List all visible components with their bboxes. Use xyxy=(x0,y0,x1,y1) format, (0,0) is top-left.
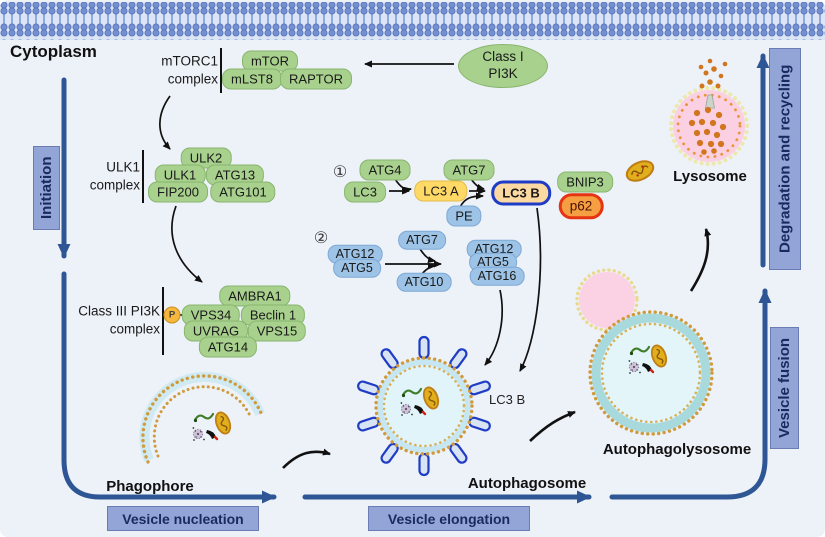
pill-mlst8: mLST8 xyxy=(222,68,282,90)
stage-vesicle-elongation: Vesicle elongation xyxy=(368,506,530,531)
phagophore-outer-membrane xyxy=(141,374,263,464)
mtorc1-complex-label: mTORC1 complex xyxy=(161,53,218,86)
step1-marker: ① xyxy=(332,164,348,181)
lc3b-annotation: LC3 B xyxy=(489,392,526,407)
atg7b-action-arrow xyxy=(419,248,436,264)
stage-degradation-recycling: Degradation and recycling xyxy=(769,48,801,270)
pill-atg16: ATG16 xyxy=(469,266,525,286)
autophagolysosome-label: Autophagolysosome xyxy=(602,441,752,458)
pill-atg4: ATG4 xyxy=(359,159,411,181)
phagophore-structure xyxy=(139,371,265,464)
lc3b-to-autophagosome-arrow xyxy=(519,207,542,372)
lysosome-enzymes xyxy=(688,106,727,155)
phagophore-inner-membrane xyxy=(152,385,253,458)
pill-lc3: LC3 xyxy=(344,181,386,203)
stage-flow-arrows xyxy=(57,53,772,504)
pill-atg14: ATG14 xyxy=(198,336,258,358)
pill-beclin1: Beclin 1 xyxy=(240,304,306,326)
atg4-action-arrow xyxy=(394,178,412,194)
autophagolysosome-outer-membrane xyxy=(588,310,714,436)
ulk1-bracket xyxy=(142,150,144,203)
signaling-arrows xyxy=(159,60,714,469)
pill-atg101: ATG101 xyxy=(210,181,276,203)
pill-atg7-lc3: ATG7 xyxy=(443,159,495,181)
pill-atg12-a: ATG12 xyxy=(327,244,383,264)
pill-raptor: RAPTOR xyxy=(280,68,352,90)
pill-atg5-b: ATG5 xyxy=(469,252,517,272)
pill-atg7-b: ATG7 xyxy=(398,230,446,250)
class1-pi3k-ellipse: Class I PI3K xyxy=(458,44,548,88)
pill-lc3b: LC3 B xyxy=(491,180,551,206)
mtorc1-to-ulk1-arrow xyxy=(159,95,171,150)
autophagolysosome-structure xyxy=(575,268,714,436)
pill-p62: p62 xyxy=(558,193,604,219)
mitochondrion-icon xyxy=(625,160,655,182)
stage-vesicle-fusion: Vesicle fusion xyxy=(770,327,799,449)
step2-marker: ② xyxy=(313,230,329,247)
autophagosome-label: Autophagosome xyxy=(467,475,587,492)
pill-lc3a: LC3 A xyxy=(414,180,468,202)
phospho-badge: P xyxy=(163,306,181,324)
pe-action-arrow xyxy=(459,192,484,208)
autophagosome-inner-membrane xyxy=(382,364,466,448)
pill-ulk2: ULK2 xyxy=(180,147,232,169)
pill-atg5-a: ATG5 xyxy=(333,258,381,278)
pill-atg10: ATG10 xyxy=(396,272,452,292)
pill-vps15: VPS15 xyxy=(247,320,307,342)
fusion-arrow xyxy=(609,288,772,500)
fusing-lysosome-body xyxy=(579,272,635,328)
pill-ulk1: ULK1 xyxy=(154,164,206,186)
pill-mtor: mTOR xyxy=(241,50,299,72)
autophagosome-outer-membrane xyxy=(374,356,474,456)
lysosome-structure xyxy=(669,58,749,166)
ulk1-to-class3-arrow xyxy=(171,205,203,283)
phagophore-cargo-icon xyxy=(191,409,235,443)
lysosome-body xyxy=(673,90,745,162)
atg7-action-arrow xyxy=(470,178,485,191)
phagophore-to-autophagosome-arrow xyxy=(282,448,331,469)
lysosome-label: Lysosome xyxy=(673,168,747,185)
pill-ambra1: AMBRA1 xyxy=(219,285,291,307)
cytoplasm-label: Cytoplasm xyxy=(10,42,97,61)
nucleation-arrow xyxy=(61,271,277,504)
autophagosome-to-autophagolysosome-arrow xyxy=(529,410,576,442)
class3-pi3k-complex-label: Class III PI3K complex xyxy=(78,303,160,336)
autophagosome-structure xyxy=(357,335,491,477)
ulk1-complex-label: ULK1 complex xyxy=(89,159,140,192)
autophagolysosome-to-lysosome-arrow xyxy=(689,228,712,292)
stage-vesicle-nucleation: Vesicle nucleation xyxy=(107,506,259,531)
pill-fip200: FIP200 xyxy=(148,181,208,203)
stage-initiation: Initiation xyxy=(33,146,60,230)
phagophore-label: Phagophore xyxy=(106,478,194,495)
pill-bnip3: BNIP3 xyxy=(557,171,613,193)
plasma-membrane xyxy=(0,2,825,40)
lysosome-membrane xyxy=(669,86,749,166)
mtorc1-bracket xyxy=(220,48,222,93)
atg16-to-autophagosome-arrow xyxy=(484,289,503,366)
lysosome-release-channel xyxy=(705,94,715,109)
pill-vps34: VPS34 xyxy=(181,304,241,326)
class3-bracket xyxy=(162,287,164,355)
autophagolysosome-inner-membrane xyxy=(600,322,702,424)
pill-pe: PE xyxy=(446,205,482,227)
released-content-dots xyxy=(698,58,728,89)
